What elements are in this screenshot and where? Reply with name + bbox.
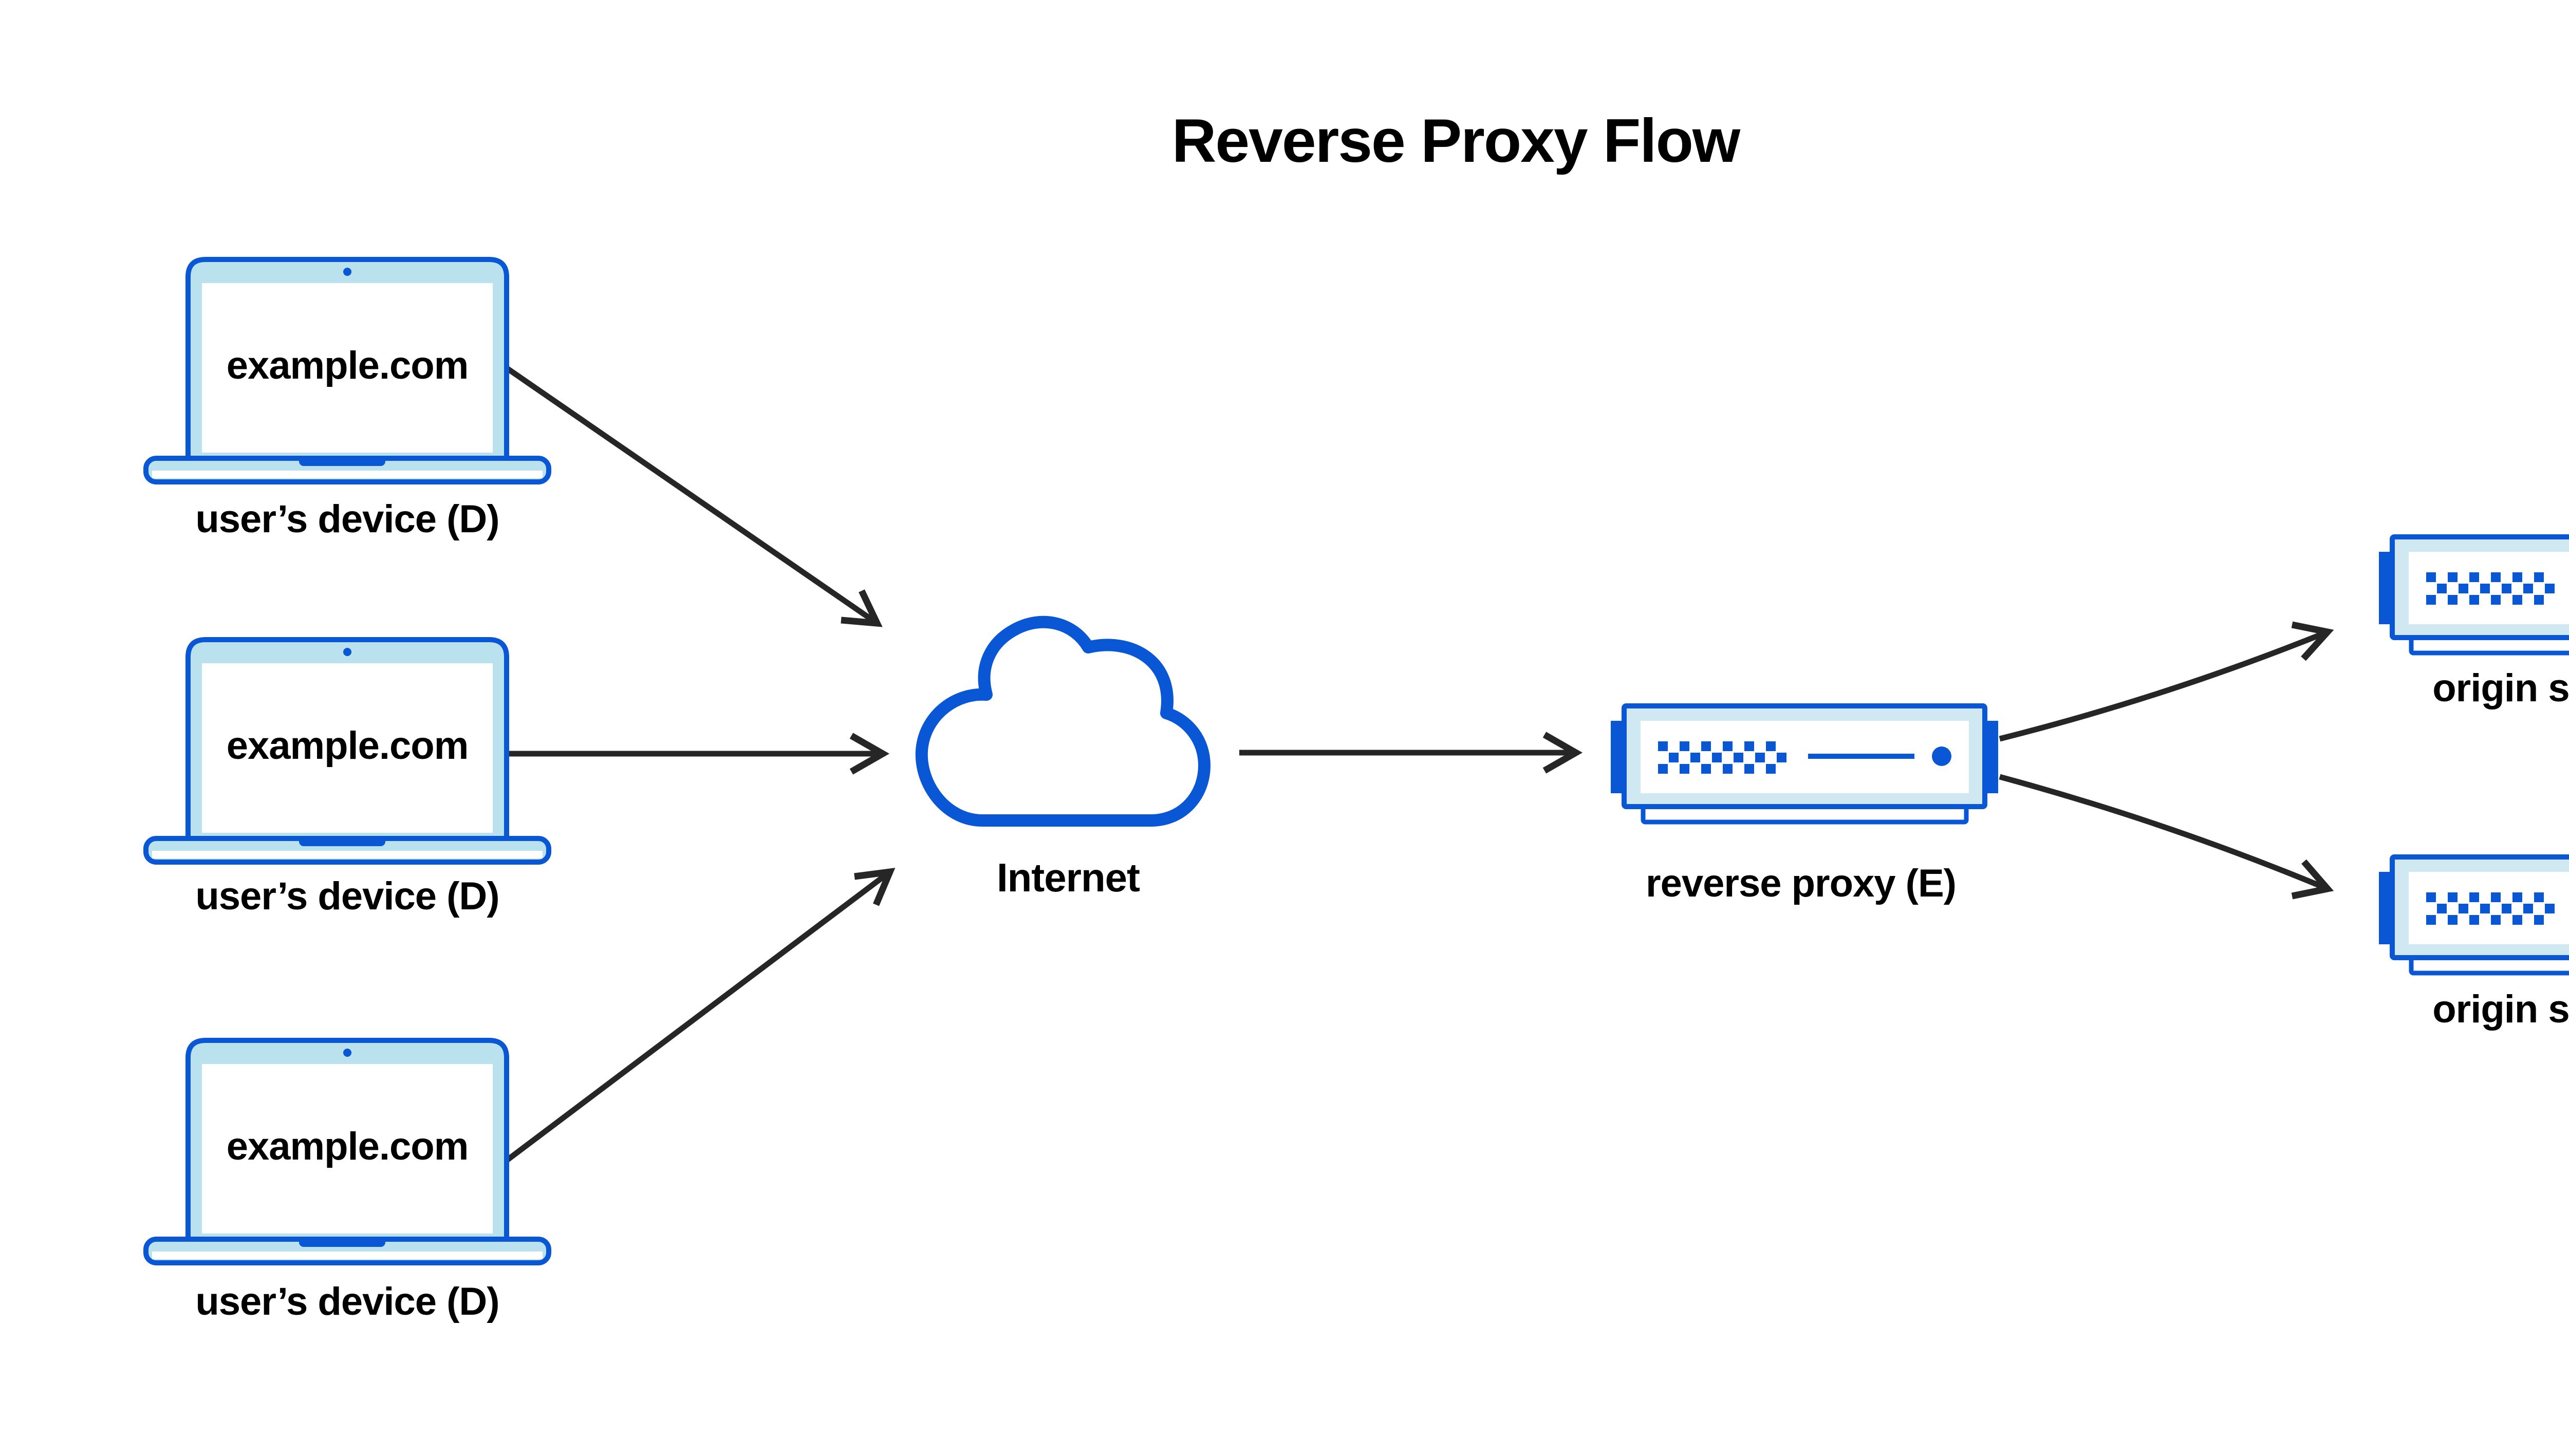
arrow-device1-to-internet xyxy=(504,365,883,627)
origin-server-label: origin server (F) xyxy=(2432,666,2569,710)
device-screen-text: example.com xyxy=(227,1125,469,1168)
arrow-head-icon xyxy=(2291,859,2334,900)
server-icon xyxy=(2379,537,2569,653)
origin-server-1: origin server (F) xyxy=(2379,537,2569,710)
arrow-internet-to-reverse-proxy xyxy=(1239,732,1583,774)
device-screen-text: example.com xyxy=(227,344,469,387)
device-label: user’s device (D) xyxy=(195,1280,499,1323)
arrow-head-icon xyxy=(854,868,896,906)
origin-server-label: origin server (F) xyxy=(2432,987,2569,1031)
arrow-device2-to-internet xyxy=(508,733,890,775)
arrow-shaft xyxy=(1999,774,2329,892)
arrow-reverse-proxy-to-origin2 xyxy=(1999,774,2334,900)
arrow-shaft xyxy=(501,869,892,1166)
diagram-title: Reverse Proxy Flow xyxy=(1172,106,1741,175)
reverse-proxy-label: reverse proxy (E) xyxy=(1646,862,1956,905)
origin-server-2: origin server (F) xyxy=(2379,857,2569,1031)
reverse-proxy-node: reverse proxy (E) xyxy=(1611,706,1998,905)
cloud-icon xyxy=(915,615,1211,827)
arrow-shaft xyxy=(1999,629,2329,742)
arrow-device3-to-internet xyxy=(501,868,896,1166)
user-device-1: example.com user’s device (D) xyxy=(146,259,549,541)
user-device-3: example.com user’s device (D) xyxy=(146,1040,549,1323)
arrow-head-icon xyxy=(2291,621,2334,661)
arrow-head-icon xyxy=(1542,732,1583,774)
server-icon xyxy=(2379,857,2569,973)
arrow-shaft xyxy=(504,365,879,626)
user-device-2: example.com user’s device (D) xyxy=(146,640,549,918)
device-screen-text: example.com xyxy=(227,724,469,768)
internet-node: Internet xyxy=(915,615,1211,900)
device-label: user’s device (D) xyxy=(195,497,499,541)
arrow-reverse-proxy-to-origin1 xyxy=(1999,621,2334,742)
arrow-head-icon xyxy=(849,733,890,775)
device-label: user’s device (D) xyxy=(195,874,499,918)
server-icon xyxy=(1611,706,1998,822)
internet-label: Internet xyxy=(997,855,1140,900)
arrow-head-icon xyxy=(841,589,883,627)
